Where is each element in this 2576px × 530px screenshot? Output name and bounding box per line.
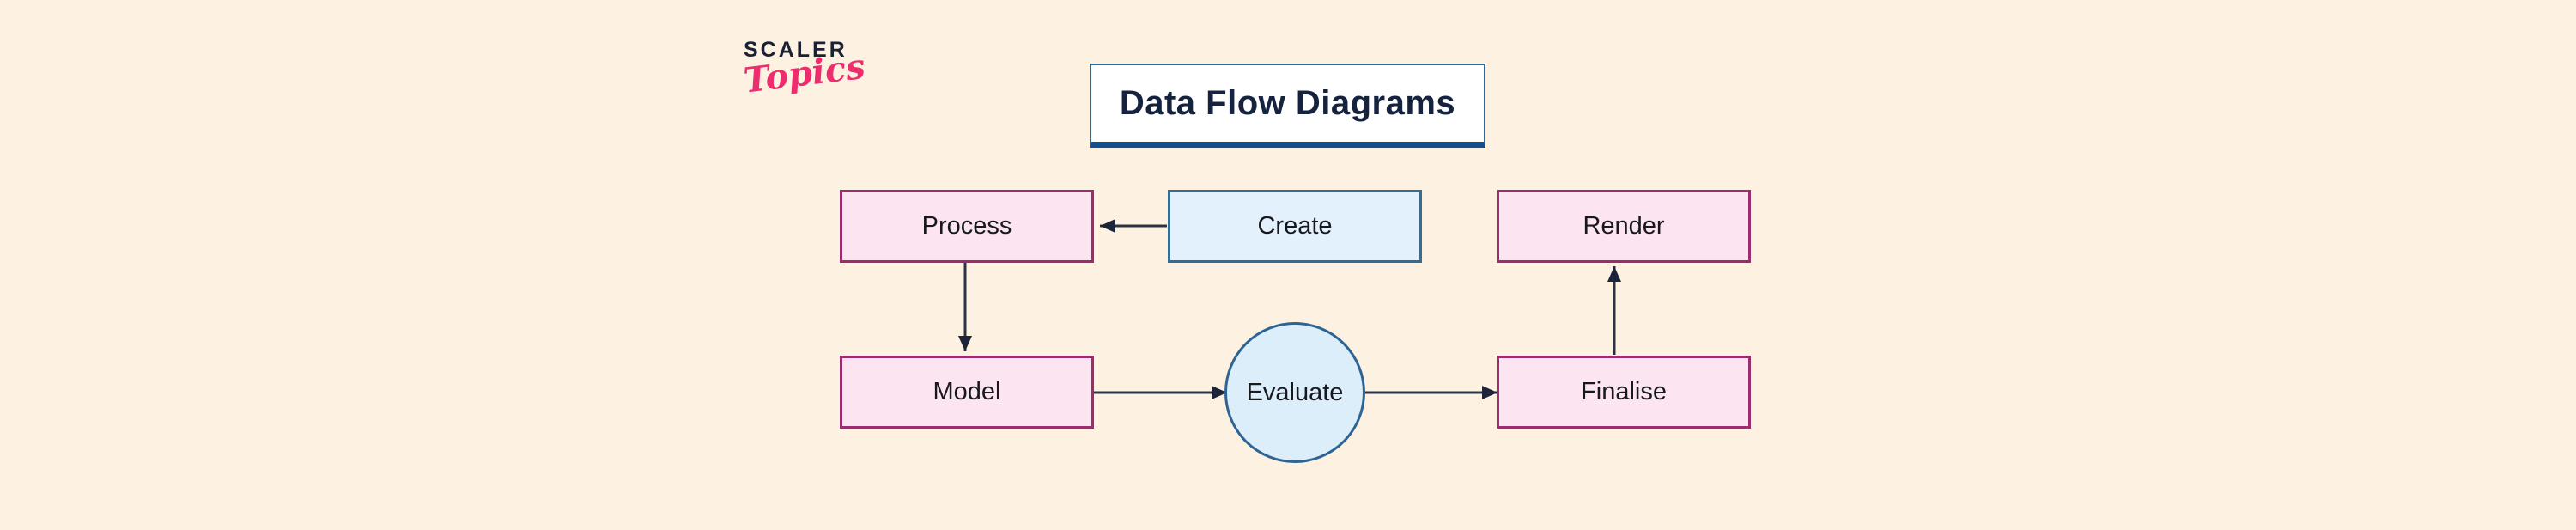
node-process-label: Process xyxy=(921,212,1012,240)
node-create-label: Create xyxy=(1257,212,1333,240)
node-finalise: Finalise xyxy=(1497,356,1751,429)
node-evaluate: Evaluate xyxy=(1224,322,1365,463)
diagram-title: Data Flow Diagrams xyxy=(1119,84,1456,122)
node-finalise-label: Finalise xyxy=(1581,378,1667,405)
node-render: Render xyxy=(1497,190,1751,263)
node-evaluate-label: Evaluate xyxy=(1246,378,1344,406)
node-render-label: Render xyxy=(1583,212,1665,240)
logo-scaler-wordmark: SCALER xyxy=(744,38,848,62)
node-model: Model xyxy=(840,356,1094,429)
scaler-topics-logo: SCALER Topics xyxy=(742,38,898,101)
diagram-title-box: Data Flow Diagrams xyxy=(1090,64,1485,148)
node-create: Create xyxy=(1168,190,1422,263)
node-model-label: Model xyxy=(933,378,1001,405)
node-process: Process xyxy=(840,190,1094,263)
